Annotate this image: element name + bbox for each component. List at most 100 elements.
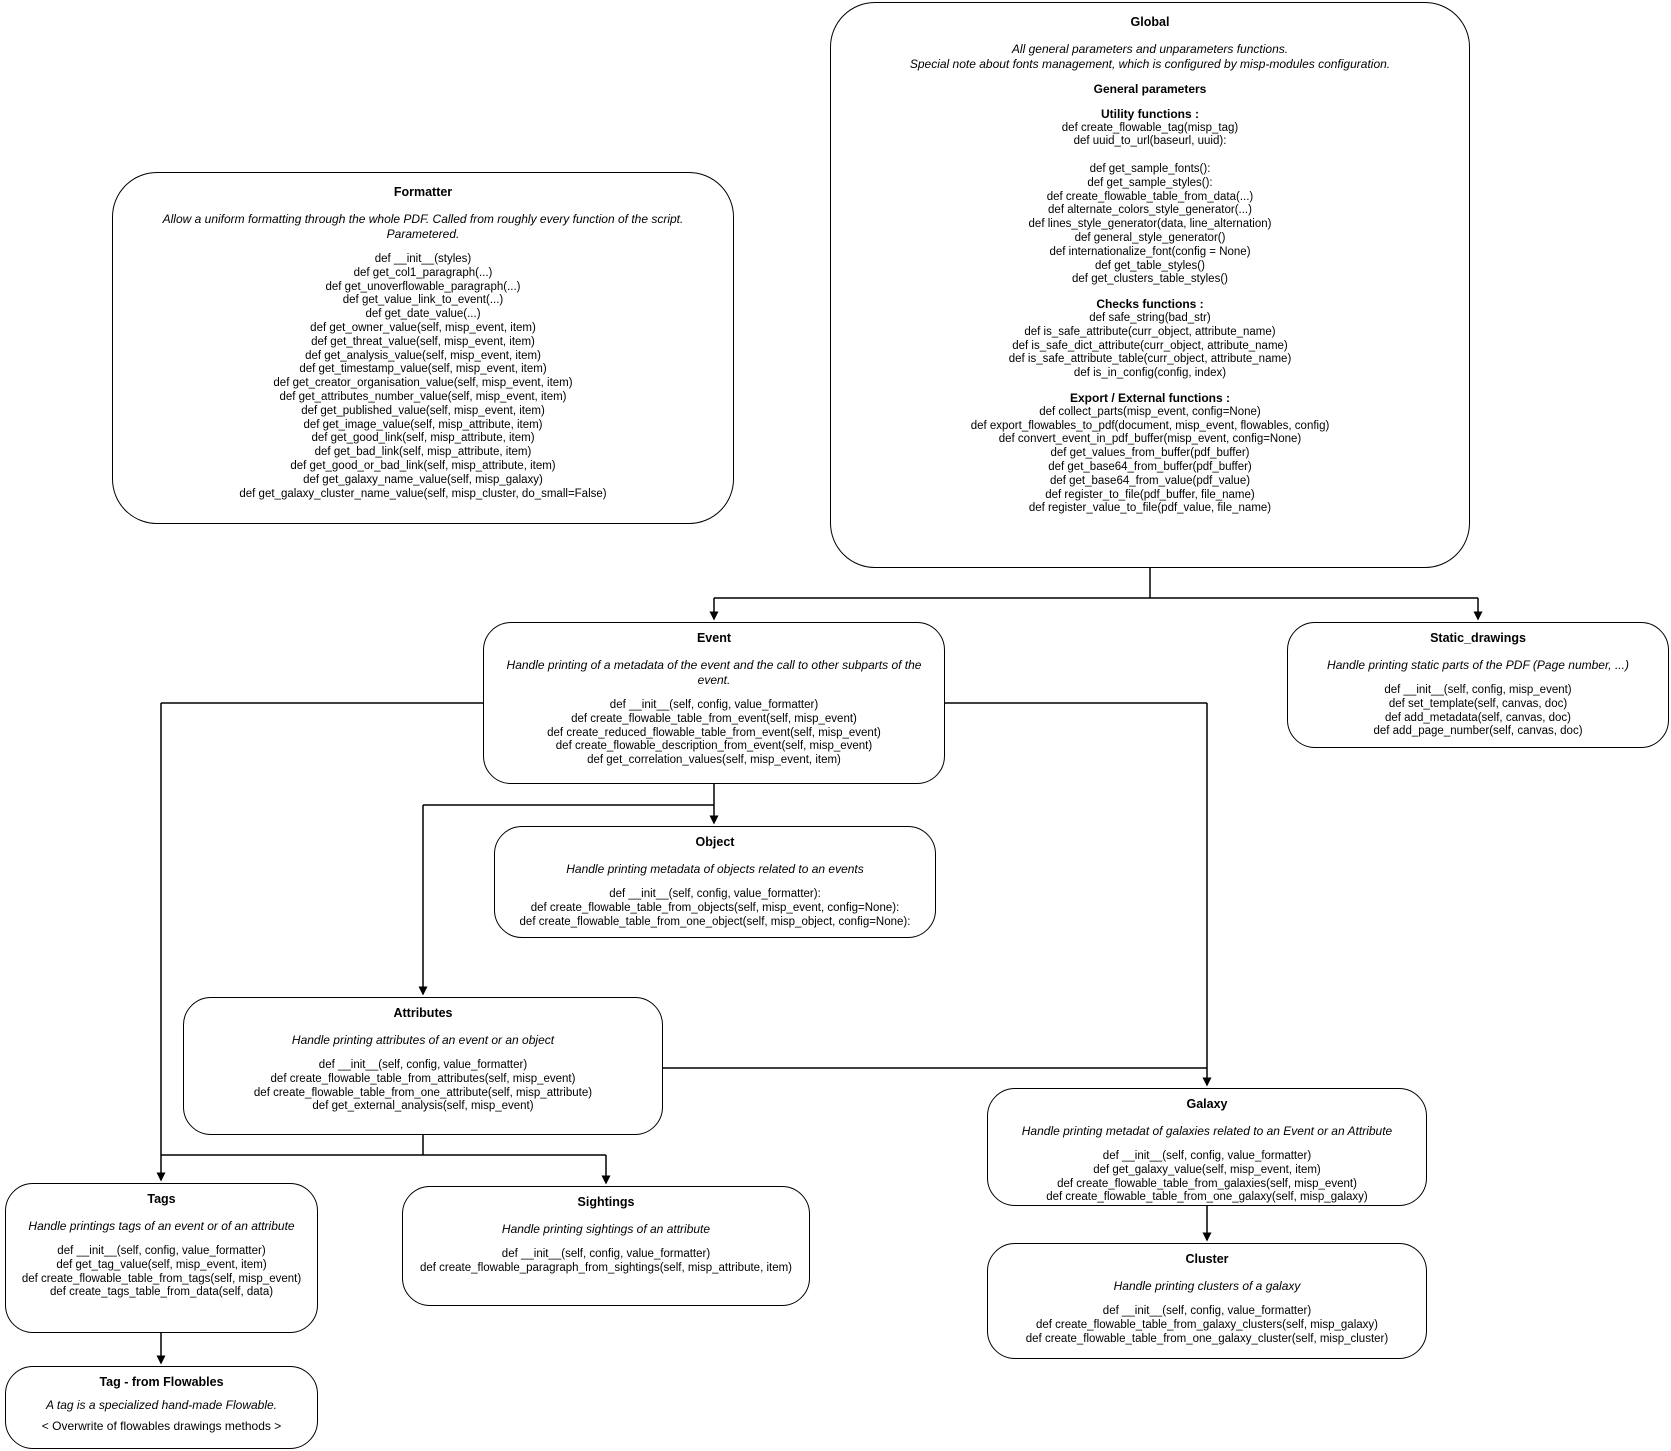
class-methods: def __init__(self, config, misp_event)de… (1298, 684, 1658, 739)
method-section: def __init__(self, config, value_formatt… (998, 1150, 1416, 1205)
method-line: def get_value_link_to_event(...) (342, 294, 504, 307)
method-section: def __init__(self, config, value_formatt… (194, 1059, 652, 1114)
method-line: def __init__(self, config, value_formatt… (1102, 1305, 1312, 1317)
class-methods: def __init__(self, config, value_formatt… (413, 1248, 799, 1276)
class-title-cluster: Cluster (1185, 1252, 1229, 1266)
method-section: def __init__(self, config, misp_event)de… (1298, 684, 1658, 739)
method-line: def get_sample_fonts(): (1089, 162, 1211, 175)
method-line: def __init__(self, config, value_formatt… (609, 699, 819, 711)
class-box-cluster: Cluster Handle printing clusters of a ga… (987, 1243, 1427, 1359)
method-line: def get_creator_organisation_value(self,… (273, 377, 573, 390)
method-line: def get_tag_value(self, misp_event, item… (56, 1258, 267, 1271)
class-description: Handle printing metadata of objects rela… (566, 862, 864, 876)
method-line: def get_bad_link(self, misp_attribute, i… (314, 446, 532, 459)
class-box-tag-from-flowables: Tag - from Flowables A tag is a speciali… (5, 1366, 318, 1449)
method-line: def get_timestamp_value(self, misp_event… (299, 363, 547, 376)
method-line: def __init__(self, config, value_formatt… (609, 888, 821, 900)
class-methods: def __init__(self, config, value_formatt… (494, 699, 934, 768)
method-line: def is_safe_dict_attribute(curr_object, … (1012, 339, 1288, 352)
method-line: def get_correlation_values(self, misp_ev… (587, 754, 841, 767)
method-line: def register_value_to_file(pdf_value, fi… (1028, 502, 1272, 515)
class-description: Handle printing attributes of an event o… (291, 1033, 555, 1047)
method-line: def get_table_styles() (1095, 259, 1205, 272)
class-description: Handle printing sightings of an attribut… (501, 1222, 711, 1236)
class-title-tags: Tags (147, 1192, 176, 1206)
method-line: def create_flowable_table_from_one_galax… (1046, 1191, 1368, 1204)
method-line: def get_unoverflowable_paragraph(...) (325, 280, 521, 293)
method-line: def get_col1_paragraph(...) (353, 266, 493, 279)
class-description: Handle printing of a metadata of the eve… (506, 658, 922, 687)
class-box-galaxy: Galaxy Handle printing metadat of galaxi… (987, 1088, 1427, 1206)
method-line: def get_image_value(self, misp_attribute… (303, 418, 543, 431)
class-description: Handle printing clusters of a galaxy (1113, 1279, 1301, 1293)
method-line: def create_flowable_table_from_galaxy_cl… (1036, 1318, 1378, 1331)
method-line: def get_sample_styles(): (1087, 176, 1213, 189)
method-line: def set_template(self, canvas, doc) (1388, 697, 1568, 710)
method-line: def lines_style_generator(data, line_alt… (1028, 218, 1272, 231)
method-line: def get_external_analysis(self, misp_eve… (312, 1100, 534, 1113)
method-line: def create_flowable_table_from_data(...) (1046, 190, 1254, 203)
class-title-sightings: Sightings (577, 1195, 635, 1209)
method-line: def internationalize_font(config = None) (1049, 245, 1251, 258)
method-section: Checks functions :def safe_string(bad_st… (841, 297, 1459, 381)
method-line: def get_clusters_table_styles() (1072, 273, 1228, 286)
method-line: def get_published_value(self, misp_event… (301, 404, 545, 417)
class-note: < Overwrite of flowables drawings method… (41, 1419, 282, 1433)
method-line: def create_flowable_table_from_one_attri… (253, 1086, 593, 1099)
method-line: def convert_event_in_pdf_buffer(misp_eve… (998, 433, 1302, 446)
class-box-formatter: Formatter Allow a uniform formatting thr… (112, 172, 734, 524)
class-title-event: Event (696, 631, 732, 645)
section-header: Export / External functions : (1069, 390, 1231, 405)
method-section: def __init__(self, config, value_formatt… (413, 1248, 799, 1276)
method-line: def __init__(self, config, value_formatt… (501, 1248, 711, 1260)
method-line: def alternate_colors_style_generator(...… (1048, 204, 1252, 217)
method-section: def __init__(self, config, value_formatt… (16, 1245, 307, 1300)
class-description: Handle printing metadat of galaxies rela… (1021, 1124, 1393, 1138)
class-description: Allow a uniform formatting through the w… (162, 212, 684, 241)
method-line: def collect_parts(misp_event, config=Non… (1039, 405, 1261, 418)
method-line: def __init__(self, config, value_formatt… (57, 1245, 266, 1257)
class-title-static-drawings: Static_drawings (1430, 631, 1526, 645)
class-methods: def __init__(self, config, value_formatt… (16, 1245, 307, 1300)
method-line: def get_good_link(self, misp_attribute, … (311, 432, 535, 445)
method-line: def safe_string(bad_str) (1089, 311, 1211, 324)
method-line: def uuid_to_url(baseurl, uuid): (1073, 135, 1227, 148)
method-line: def get_date_value(...) (365, 308, 481, 321)
class-methods: def __init__(self, config, value_formatt… (998, 1150, 1416, 1205)
method-line: def create_flowable_paragraph_from_sight… (419, 1261, 793, 1274)
method-line: def get_threat_value(self, misp_event, i… (311, 335, 535, 348)
method-line: def get_galaxy_name_value(self, misp_gal… (303, 473, 543, 486)
method-line: def get_owner_value(self, misp_event, it… (310, 321, 536, 334)
class-title-tag-from-flowables: Tag - from Flowables (99, 1375, 224, 1389)
class-description: All general parameters and unparameters … (909, 42, 1391, 71)
method-section: def __init__(styles)def get_col1_paragra… (123, 253, 723, 501)
method-line: def register_to_file(pdf_buffer, file_na… (1045, 488, 1255, 501)
method-line: def create_tags_table_from_data(self, da… (49, 1286, 274, 1299)
class-box-static-drawings: Static_drawings Handle printing static p… (1287, 622, 1669, 748)
method-line: def general_style_generator() (1074, 231, 1226, 244)
method-line: def get_galaxy_value(self, misp_event, i… (1093, 1163, 1321, 1176)
method-section: Utility functions : def create_flowable_t… (841, 106, 1459, 287)
method-line: def create_flowable_table_from_tags(self… (21, 1272, 302, 1285)
class-description: Handle printings tags of an event or of … (28, 1219, 295, 1233)
method-line: def add_page_number(self, canvas, doc) (1373, 725, 1583, 738)
class-title-galaxy: Galaxy (1186, 1097, 1228, 1111)
class-box-global: Global All general parameters and unpara… (830, 2, 1470, 568)
method-line: def create_flowable_description_from_eve… (555, 740, 873, 753)
method-line: def get_base64_from_buffer(pdf_buffer) (1048, 460, 1252, 473)
method-line: def __init__(self, config, misp_event) (1384, 684, 1572, 696)
method-section: Export / External functions :def collect… (841, 390, 1459, 516)
method-line: def __init__(styles) (374, 253, 472, 265)
method-line: def is_safe_attribute(curr_object, attri… (1024, 325, 1276, 338)
method-line: def export_flowables_to_pdf(document, mi… (970, 419, 1330, 432)
class-box-attributes: Attributes Handle printing attributes of… (183, 997, 663, 1135)
class-methods: def __init__(styles)def get_col1_paragra… (123, 253, 723, 501)
section-header: Utility functions : (1101, 106, 1199, 121)
section-header: General parameters (1093, 82, 1207, 96)
class-methods: def __init__(self, config, value_formatt… (998, 1305, 1416, 1346)
method-section: def __init__(self, config, value_formatt… (505, 888, 925, 929)
class-box-event: Event Handle printing of a metadata of t… (483, 622, 945, 784)
method-line: def get_analysis_value(self, misp_event,… (305, 349, 541, 362)
